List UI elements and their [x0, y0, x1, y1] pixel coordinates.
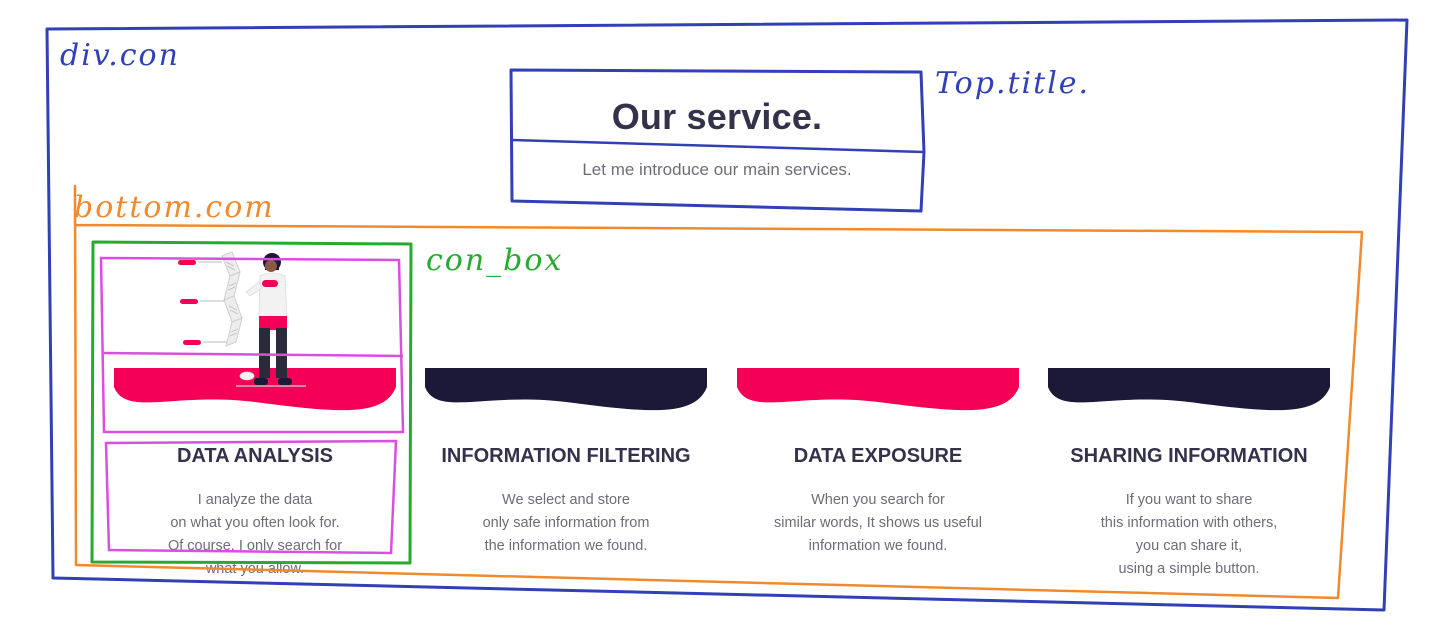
card-description-line: only safe information from: [482, 515, 650, 531]
card-description-line: information we found.: [808, 538, 948, 554]
card-description-line: Of course, I only search for: [167, 538, 343, 554]
card-description-line: this information with others,: [1100, 515, 1278, 531]
card-description-line: you can share it,: [1135, 538, 1243, 554]
annotation-con-box: con_box: [426, 243, 564, 278]
wave-shape: [114, 368, 396, 411]
card-description: I analyze the data on what you often loo…: [94, 489, 416, 581]
card-description-line: If you want to share: [1125, 492, 1253, 508]
card-description-line: on what you often look for.: [170, 515, 340, 531]
wave-fill: [425, 368, 707, 411]
annotation-bottom-con: bottom.com: [74, 190, 275, 225]
card-description-line: similar words, It shows us useful: [774, 515, 982, 531]
card-description-line: the information we found.: [484, 538, 648, 554]
wave-fill: [1048, 368, 1330, 411]
top-title: Our service. Let me introduce our main s…: [512, 70, 922, 210]
service-card-information-filtering: INFORMATION FILTERING We select and stor…: [425, 365, 707, 575]
card-description: If you want to share this information wi…: [1028, 489, 1350, 581]
card-description-line: When you search for: [811, 492, 945, 508]
service-card-data-exposure: DATA EXPOSURE When you search for simila…: [737, 365, 1019, 575]
wave-fill: [737, 368, 1019, 411]
card-title: DATA EXPOSURE: [793, 445, 963, 467]
card-description-line: what you allow.: [205, 561, 305, 577]
service-card-data-analysis: DATA ANALYSIS I analyze the data on what…: [114, 365, 396, 577]
service-card-sharing-information: SHARING INFORMATION If you want to share…: [1048, 365, 1330, 577]
card-description-line: We select and store: [502, 492, 630, 508]
card-title: DATA ANALYSIS: [177, 445, 333, 467]
page-subtitle: Let me introduce our main services.: [582, 160, 852, 179]
card-title: INFORMATION FILTERING: [441, 445, 691, 467]
card-title: SHARING INFORMATION: [1070, 445, 1308, 467]
image-box-divider: [103, 351, 404, 358]
flowchart-icon: [221, 251, 243, 347]
bullet-dash-icon: [178, 260, 196, 265]
card-description: When you search for similar words, It sh…: [717, 489, 1039, 558]
card-description: We select and store only safe informatio…: [405, 489, 727, 558]
card-description-line: using a simple button.: [1118, 561, 1260, 577]
bullet-dash-icon: [180, 299, 198, 304]
wave-shape: [1048, 368, 1330, 411]
wave-shape: [737, 368, 1019, 411]
wave-fill: [114, 368, 396, 411]
bullet-dash-icon: [183, 340, 201, 345]
annotation-top-title: Top.title.: [935, 66, 1091, 101]
page-title: Our service.: [611, 96, 823, 137]
wave-shape: [425, 368, 707, 411]
annotation-div-con: div.con: [60, 38, 180, 73]
card-description-line: I analyze the data: [197, 492, 313, 508]
